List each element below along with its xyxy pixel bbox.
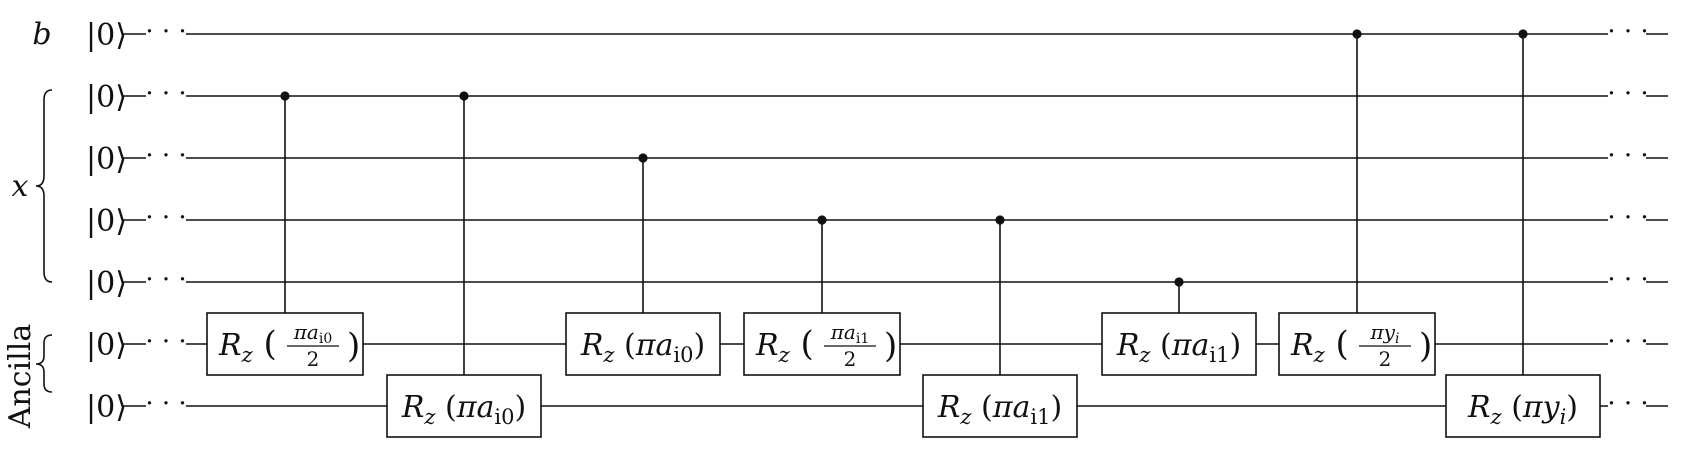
right-paren: ) bbox=[884, 326, 897, 366]
right-paren: ) bbox=[1419, 326, 1432, 366]
fraction-numerator: πyi bbox=[1370, 320, 1400, 347]
ellipsis-left-a1: · · · bbox=[145, 327, 186, 357]
fraction-numerator: πai1 bbox=[830, 320, 869, 347]
ket-label-a2: |0⟩ bbox=[86, 390, 127, 425]
ellipsis-left-b: · · · bbox=[145, 17, 186, 47]
gate-label: Rz (πyi) bbox=[1467, 390, 1578, 429]
gate-label: Rz ( bbox=[218, 324, 277, 367]
fraction-denominator: 2 bbox=[1379, 347, 1392, 371]
ket-label-x1: |0⟩ bbox=[86, 80, 127, 115]
register-label-ancilla: Ancilla bbox=[3, 324, 38, 430]
control-dot bbox=[280, 91, 290, 101]
ellipsis-left-x4: · · · bbox=[145, 265, 186, 295]
control-dot bbox=[817, 215, 827, 225]
ellipsis-right-a1: · · · bbox=[1607, 327, 1648, 357]
gate-box bbox=[1445, 374, 1601, 438]
ket-label-x4: |0⟩ bbox=[86, 266, 127, 301]
ellipsis-right-x4: · · · bbox=[1607, 265, 1648, 295]
ellipsis-left-a2: · · · bbox=[145, 389, 186, 419]
register-brace-x bbox=[35, 89, 53, 283]
ellipsis-left-x3: · · · bbox=[145, 203, 186, 233]
fraction-denominator: 2 bbox=[307, 347, 320, 371]
rz-gate: Rz (πai1) bbox=[1101, 312, 1257, 376]
ket-label-a1: |0⟩ bbox=[86, 328, 127, 363]
control-dot bbox=[459, 91, 469, 101]
gate-box bbox=[743, 312, 901, 376]
gate-label: Rz ( bbox=[755, 324, 814, 367]
ellipsis-left-x1: · · · bbox=[145, 79, 186, 109]
gate-box bbox=[386, 374, 542, 438]
gate-label: Rz (πai0) bbox=[401, 390, 526, 429]
ket-label-b: |0⟩ bbox=[86, 18, 127, 53]
ellipsis-right-x3: · · · bbox=[1607, 203, 1648, 233]
rz-gate: Rz (πyi) bbox=[1445, 374, 1601, 438]
rz-gate: Rz (πai0) bbox=[386, 374, 542, 438]
control-dot bbox=[1174, 277, 1184, 287]
control-dot bbox=[1518, 29, 1528, 39]
gate-box bbox=[1101, 312, 1257, 376]
control-dot bbox=[1352, 29, 1362, 39]
rz-gate: Rz (πai0) bbox=[565, 312, 721, 376]
ellipsis-left-x2: · · · bbox=[145, 141, 186, 171]
gate-label: Rz (πai0) bbox=[580, 328, 705, 367]
rz-gate: Rz (πai1) bbox=[922, 374, 1078, 438]
right-paren: ) bbox=[347, 326, 360, 366]
gate-box bbox=[565, 312, 721, 376]
ket-label-x2: |0⟩ bbox=[86, 142, 127, 177]
control-dot bbox=[638, 153, 648, 163]
ellipsis-right-a2: · · · bbox=[1607, 389, 1648, 419]
gate-label: Rz (πai1) bbox=[937, 390, 1062, 429]
ellipsis-right-x2: · · · bbox=[1607, 141, 1648, 171]
ket-label-x3: |0⟩ bbox=[86, 204, 127, 239]
ellipsis-right-b: · · · bbox=[1607, 17, 1648, 47]
gate-box bbox=[1278, 312, 1436, 376]
gate-label: Rz ( bbox=[1290, 324, 1349, 367]
register-label-x: x bbox=[12, 169, 29, 204]
register-brace-ancilla bbox=[35, 334, 53, 393]
gate-box bbox=[922, 374, 1078, 438]
gate-label: Rz (πai1) bbox=[1116, 328, 1241, 367]
register-label-b: b bbox=[32, 17, 51, 52]
ellipsis-right-x1: · · · bbox=[1607, 79, 1648, 109]
gate-box bbox=[206, 312, 364, 376]
fraction-numerator: πai0 bbox=[293, 320, 332, 347]
control-dot bbox=[995, 215, 1005, 225]
fraction-denominator: 2 bbox=[844, 347, 857, 371]
